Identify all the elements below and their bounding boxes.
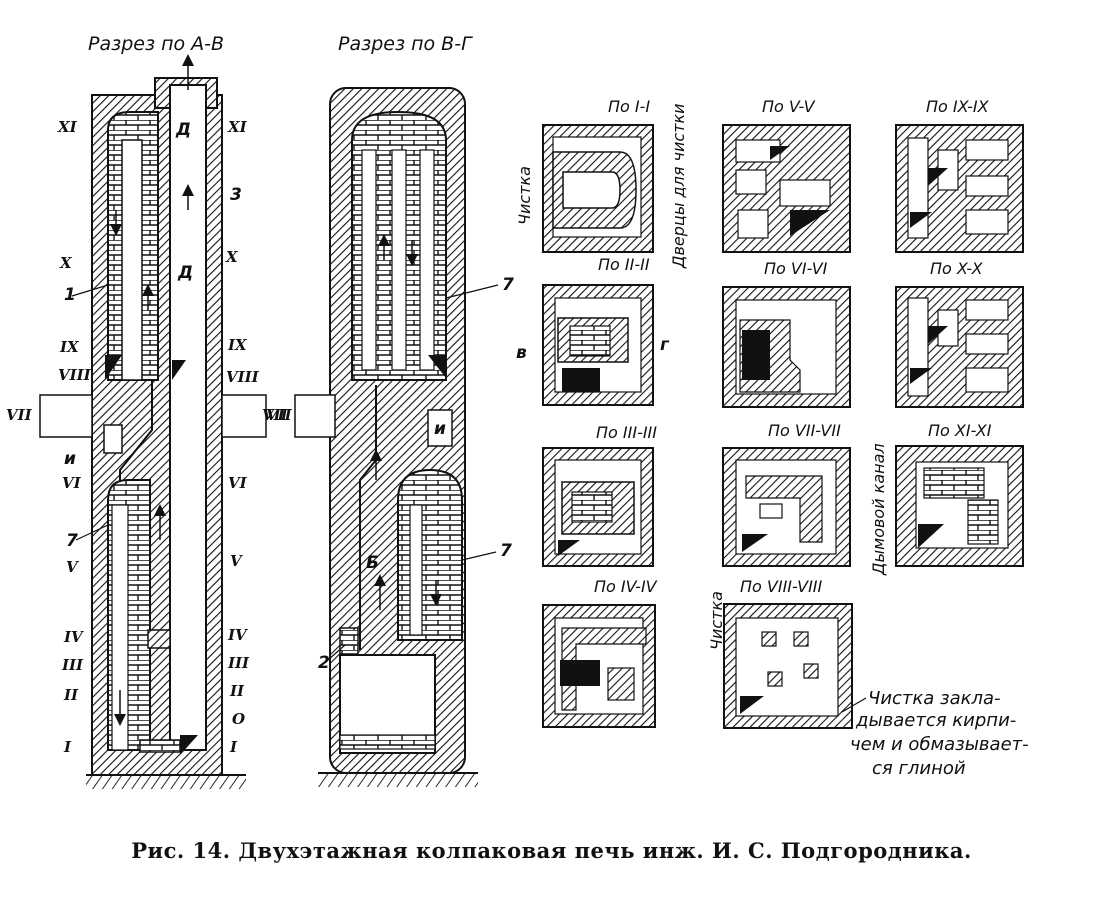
cleaning2-label: Чистка <box>707 591 726 650</box>
level-label: XI <box>57 118 78 136</box>
plan-title: По I-I <box>608 97 650 116</box>
plan-title: По VIII-VIII <box>740 577 823 596</box>
level-label: II <box>229 682 245 700</box>
note-line: дывается кирпи- <box>855 710 1016 731</box>
marker-1: 1 <box>64 285 76 305</box>
marker-i2: и <box>434 419 446 439</box>
plan-title: По V-V <box>762 97 816 116</box>
level-label: X <box>59 254 73 272</box>
level-label: V <box>66 558 79 576</box>
marker-7c: 7 <box>500 541 512 561</box>
marker-d: Д <box>175 120 191 140</box>
level-label: IV <box>63 628 84 646</box>
marker-3: 3 <box>230 185 242 205</box>
section-vg-title: Разрез по В-Г <box>338 33 473 55</box>
marker-7a: 7 <box>66 531 78 551</box>
cleaning-doors-label: Дверцы для чистки <box>669 103 688 269</box>
level-label: VIII <box>226 368 260 386</box>
marker-2: 2 <box>318 653 330 673</box>
marker-i: и <box>64 449 76 469</box>
marker-v: в <box>516 343 527 363</box>
level-label: X <box>225 248 239 266</box>
section-vg: Разрез по В-Г VII и 7 7 Б <box>262 33 514 787</box>
figure-caption: Рис. 14. Двухэтажная колпаковая печь инж… <box>131 838 972 863</box>
level-label: VI <box>62 474 82 492</box>
cleaning-label: Чистка <box>515 166 534 225</box>
level-label: IV <box>227 626 248 644</box>
level-label: III <box>61 656 84 674</box>
plan-title: По III-III <box>596 423 657 442</box>
section-ab: Разрез по А-В XI X IX <box>6 33 293 789</box>
level-label: VII <box>266 406 293 424</box>
plan-title: По XI-XI <box>928 421 992 440</box>
plan-title: По VII-VII <box>768 421 841 440</box>
level-label: VII <box>262 406 289 424</box>
smoke-channel-label: Дымовой канал <box>869 443 888 576</box>
level-label: XI <box>227 118 248 136</box>
level-label: О <box>232 710 245 728</box>
plan-title: По VI-VI <box>764 259 828 278</box>
level-label: IX <box>227 336 248 354</box>
plan-views: По I-I Чистка Дверцы для чистки По II-II… <box>515 97 1029 779</box>
level-label: II <box>63 686 79 704</box>
level-label: VI <box>228 474 248 492</box>
plan-title: По X-X <box>930 259 984 278</box>
level-label: I <box>229 738 238 756</box>
section-ab-title: Разрез по А-В <box>88 33 224 55</box>
level-label: VII <box>6 406 33 424</box>
level-label: III <box>227 654 250 672</box>
note-line: Чистка закла- <box>868 688 1001 709</box>
marker-g: г <box>660 335 670 355</box>
marker-b: Б <box>366 553 379 573</box>
note-line: чем и обмазывает- <box>850 734 1029 755</box>
marker-7b: 7 <box>502 275 514 295</box>
plan-title: По IV-IV <box>594 577 658 596</box>
note-line: ся глиной <box>872 758 966 779</box>
level-label: IX <box>59 338 80 356</box>
plan-title: По IX-IX <box>926 97 990 116</box>
marker-d2: Д <box>177 263 193 283</box>
plan-title: По II-II <box>598 255 650 274</box>
level-label: VIII <box>58 366 92 384</box>
level-label: I <box>63 738 72 756</box>
level-label: V <box>230 552 243 570</box>
